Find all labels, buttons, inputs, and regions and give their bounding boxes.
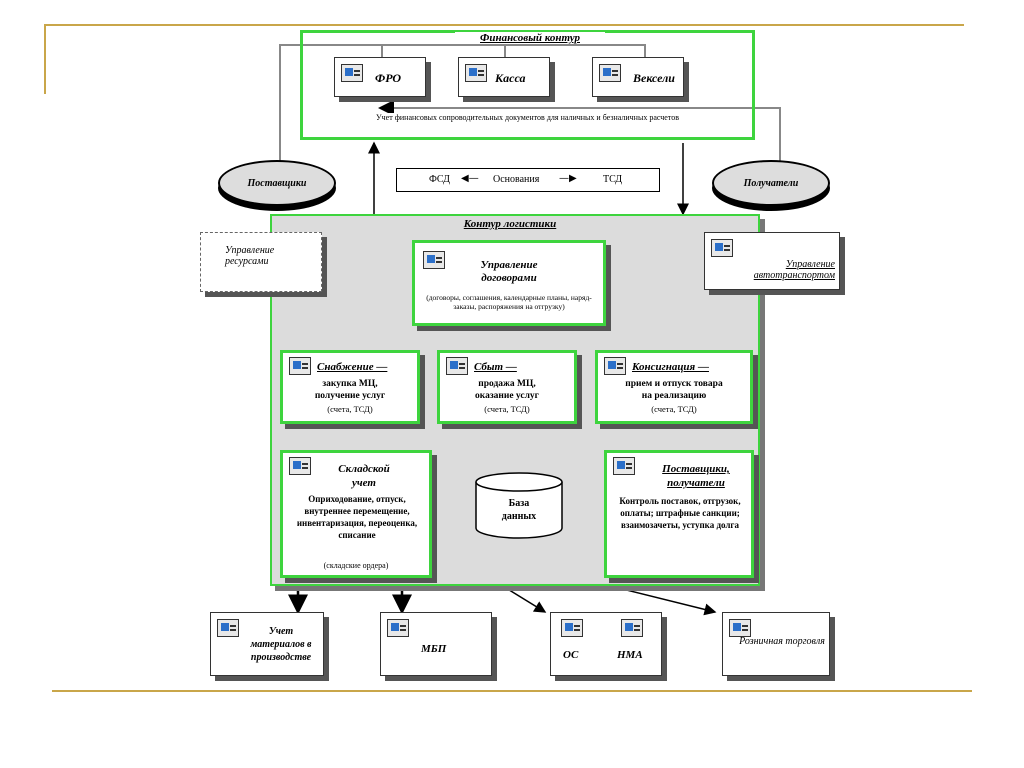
- warehouse-box[interactable]: Складской учет Оприходование, отпуск, вн…: [280, 450, 432, 578]
- pp-title-1: Поставщики,: [662, 463, 730, 475]
- warehouse-icon: [289, 457, 311, 475]
- arrow-right-icon: —▶: [559, 173, 577, 184]
- pp-body: Контроль поставок, отгрузок, оплаты; штр…: [619, 496, 741, 530]
- suppliers-oval[interactable]: Поставщики: [218, 160, 336, 206]
- basis-label: Основания: [493, 174, 540, 185]
- sales-box[interactable]: Сбыт — продажа МЦ, оказание услуг (счета…: [437, 350, 577, 424]
- suppliers-label: Поставщики: [247, 178, 307, 189]
- sales-title: Сбыт —: [474, 361, 517, 373]
- consignment-line2: на реализацию: [641, 391, 707, 401]
- consignment-box[interactable]: Консигнация — прием и отпуск товара на р…: [595, 350, 753, 424]
- retail-label: Розничная торговля: [739, 636, 825, 647]
- warehouse-title-2: учет: [352, 477, 376, 489]
- veksel-label: Вексели: [633, 71, 675, 85]
- top-rule: [44, 24, 964, 26]
- veksel-box[interactable]: Вексели: [592, 57, 684, 97]
- consignment-line1: прием и отпуск товара: [625, 379, 723, 389]
- warehouse-body: Оприходование, отпуск, внутреннее переме…: [296, 494, 418, 540]
- kassa-label: Касса: [495, 71, 526, 85]
- supply-box[interactable]: Снабжение — закупка МЦ, получение услуг …: [280, 350, 420, 424]
- suppliers-receivers-box[interactable]: Поставщики, получатели Контроль поставок…: [604, 450, 754, 578]
- receivers-label: Получатели: [743, 178, 799, 189]
- supply-line2: получение услуг: [314, 391, 386, 401]
- mbp-box[interactable]: МБП: [380, 612, 492, 676]
- tsd-label: ТСД: [603, 174, 623, 185]
- handshake-icon: [423, 251, 445, 269]
- fsd-label: ФСД: [429, 174, 450, 185]
- factory-icon: [217, 619, 239, 637]
- exchange-icon: [613, 457, 635, 475]
- database-icon: [475, 472, 563, 539]
- production-accounting-label: Учет материалов в производстве: [250, 626, 312, 663]
- database-line1: База: [508, 498, 530, 509]
- sales-line3: (счета, ТСД): [484, 404, 530, 414]
- transport-management-label: Управление автотранспортом: [753, 259, 835, 281]
- contract-management-title: Управление договорами: [480, 259, 538, 284]
- supply-line1: закупка МЦ,: [322, 379, 378, 389]
- financial-note: Учет финансовых сопроводительных докумен…: [305, 113, 750, 122]
- mbp-label: МБП: [421, 643, 447, 655]
- supply-title: Снабжение —: [317, 361, 388, 373]
- left-rule: [44, 24, 46, 94]
- financial-contour: [300, 30, 755, 140]
- door-out-icon: [446, 357, 468, 375]
- resource-management-label: Управление ресурсами: [225, 245, 275, 267]
- certificate-icon: [621, 619, 643, 637]
- bottom-rule: [52, 690, 972, 692]
- cash-register-icon: [465, 64, 487, 82]
- os-nma-box[interactable]: ОС НМА: [550, 612, 662, 676]
- contract-management-desc: (договоры, соглашения, календарные планы…: [426, 293, 592, 311]
- truck-icon: [711, 239, 733, 257]
- door-in-icon: [289, 357, 311, 375]
- tools-icon: [387, 619, 409, 637]
- warehouse-title-1: Складской: [338, 463, 390, 475]
- basis-box: ФСД ◀— Основания —▶ ТСД: [396, 168, 660, 192]
- logistics-contour-title: Контур логистики: [463, 218, 557, 230]
- transport-management-box[interactable]: Управление автотранспортом: [704, 232, 840, 290]
- database-cylinder[interactable]: База данных: [474, 472, 564, 540]
- bill-icon: [599, 64, 621, 82]
- consignment-title: Консигнация —: [632, 361, 709, 373]
- building-icon: [561, 619, 583, 637]
- sales-line2: оказание услуг: [474, 391, 539, 401]
- receivers-oval[interactable]: Получатели: [712, 160, 830, 206]
- resource-management-box[interactable]: Управление ресурсами: [200, 232, 322, 292]
- contract-management-box[interactable]: Управление договорами (договоры, соглаше…: [412, 240, 606, 326]
- pp-title-2: получатели: [667, 477, 725, 489]
- sales-line1: продажа МЦ,: [478, 379, 536, 389]
- production-accounting-box[interactable]: Учет материалов в производстве: [210, 612, 324, 676]
- fro-box[interactable]: ФРО: [334, 57, 426, 97]
- os-label: ОС: [563, 649, 579, 661]
- fro-label: ФРО: [375, 71, 402, 85]
- supply-line3: (счета, ТСД): [327, 404, 373, 414]
- cart-icon: [604, 357, 626, 375]
- arrow-left-icon: ◀—: [461, 173, 479, 184]
- retail-box[interactable]: Розничная торговля: [722, 612, 830, 676]
- document-icon: [341, 64, 363, 82]
- database-line2: данных: [501, 511, 537, 522]
- financial-contour-title: Финансовый контур: [455, 32, 605, 44]
- nma-label: НМА: [617, 649, 643, 661]
- warehouse-note: (складские ордера): [323, 561, 389, 570]
- cash-desk-icon: [729, 619, 751, 637]
- kassa-box[interactable]: Касса: [458, 57, 550, 97]
- consignment-line3: (счета, ТСД): [651, 404, 697, 414]
